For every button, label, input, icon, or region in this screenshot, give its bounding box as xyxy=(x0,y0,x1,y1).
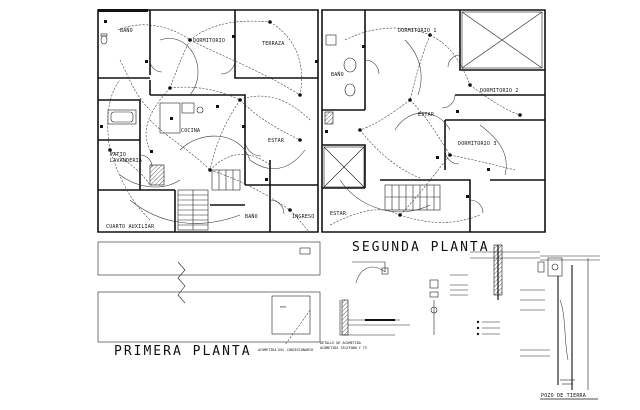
stairs-second-floor xyxy=(384,184,441,211)
room-label-patio: PATIO xyxy=(110,152,126,158)
room-label-bano: BAÑO xyxy=(120,27,133,34)
first-floor-section: ═══ ACOMETIDA DEL CONCESIONARIO PRIMERA … xyxy=(97,241,321,359)
room-label-dormitorio-1: DORMITORIO 1 xyxy=(398,28,437,34)
detalle-acometida-label: DETALLE DE ACOMETIDA xyxy=(320,341,361,345)
room-label-bano-second: BAÑO xyxy=(331,71,344,78)
room-label-lavanderia: LAVANDERIA xyxy=(110,158,142,164)
room-label-dormitorio: DORMITORIO xyxy=(193,38,225,44)
symbol-legend xyxy=(429,274,500,336)
room-label-estar-2: ESTAR xyxy=(330,211,347,217)
room-label-dormitorio-2: DORMITORIO 2 xyxy=(480,88,519,94)
room-label-estar: ESTAR xyxy=(268,138,285,144)
ground-well-detail: POZO DE TIERRA xyxy=(470,244,600,400)
svg-text:═══: ═══ xyxy=(279,305,287,309)
ground-well-title: POZO DE TIERRA xyxy=(541,393,586,399)
first-floor-plan: BAÑO DORMITORIO TERRAZA COCINA ESTAR PAT… xyxy=(97,9,319,233)
room-label-terraza: TERRAZA xyxy=(262,41,284,47)
acometida-label: ACOMETIDA DEL CONCESIONARIO xyxy=(258,348,313,352)
room-label-estar-second: ESTAR xyxy=(418,112,435,118)
acometida-detail: DETALLE DE ACOMETIDA ACOMETIDA TELEFONO … xyxy=(320,261,410,350)
acometida-telefono-label: ACOMETIDA TELEFONO Y TV xyxy=(320,346,367,350)
room-label-cuarto-auxiliar: CUARTO AUXILIAR xyxy=(106,224,155,230)
room-label-bano-2: BAÑO xyxy=(245,213,258,220)
room-label-ingreso: INGRESO xyxy=(292,214,314,220)
second-floor-plan: DORMITORIO 1 BAÑO DORMITORIO 2 ESTAR DOR… xyxy=(321,9,546,233)
room-label-cocina: COCINA xyxy=(181,128,200,134)
second-floor-title: SEGUNDA PLANTA xyxy=(352,240,490,255)
room-label-dormitorio-3: DORMITORIO 3 xyxy=(458,141,497,147)
stairs xyxy=(177,169,241,231)
first-floor-title: PRIMERA PLANTA xyxy=(114,344,252,359)
